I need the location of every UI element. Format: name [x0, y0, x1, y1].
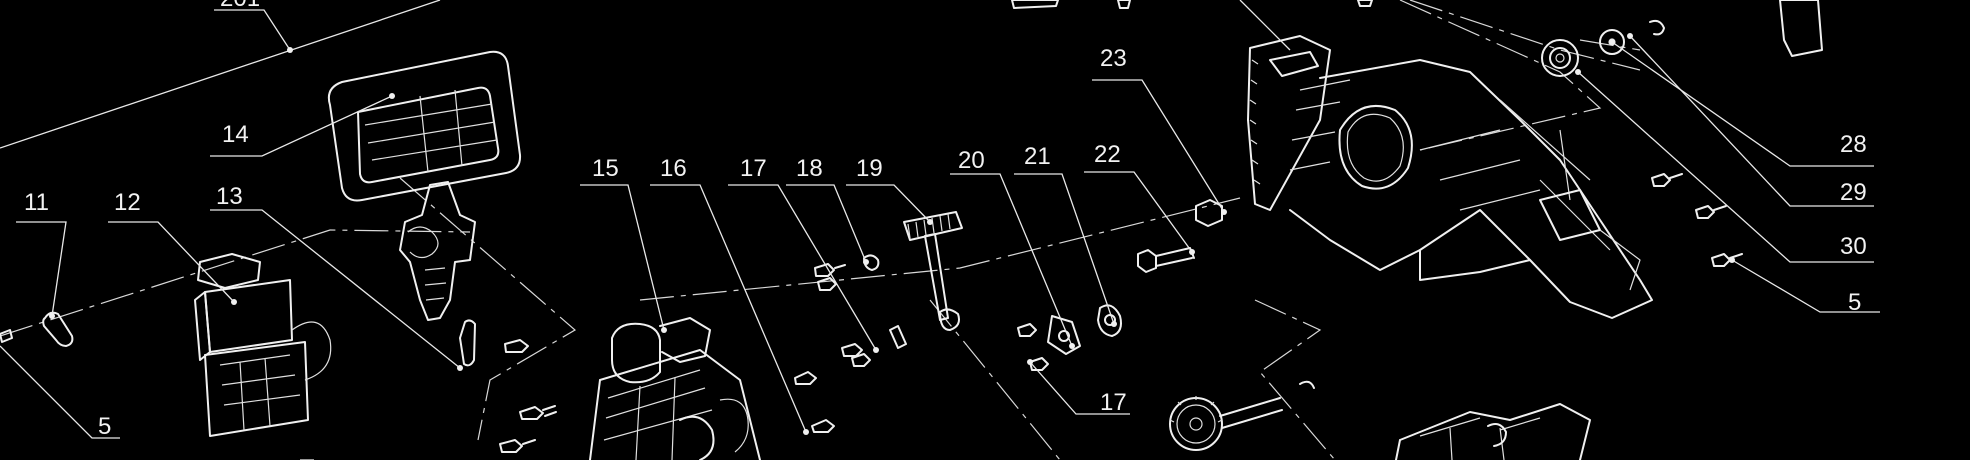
callout-12: 12 [108, 189, 237, 305]
callout-label-23: 23 [1100, 45, 1127, 72]
callout-14: 14 [210, 93, 395, 157]
callout-label-17-bottom: 17 [1100, 389, 1127, 416]
callout-21: 21 [1014, 143, 1117, 327]
callout-11: 11 [16, 189, 67, 319]
callout-label-20: 20 [958, 147, 985, 174]
callout-label-18: 18 [796, 155, 823, 182]
callout-label-5-left: 5 [98, 413, 111, 440]
callout-29: 29 [1627, 33, 1874, 207]
callout-17-bottom: 17 [1027, 359, 1130, 416]
part-clip-30 [1649, 19, 1665, 36]
callout-label-21: 21 [1024, 143, 1051, 170]
part-pin-11 [42, 311, 74, 347]
part-handle-14 [327, 50, 522, 321]
callout-16: 16 [650, 155, 809, 435]
callout-5-left: 5 [0, 345, 120, 440]
callout-label-29: 29 [1840, 179, 1867, 206]
callout-23: 23 [1092, 45, 1227, 215]
callout-30: 30 [1575, 69, 1874, 263]
callout-label-13: 13 [216, 183, 243, 210]
part-bolt-22 [1137, 247, 1195, 273]
callout-15: 15 [580, 155, 667, 333]
part-gear-19 [903, 211, 963, 331]
callout-28: 28 [1609, 39, 1874, 167]
part-washer-21 [1097, 304, 1122, 337]
part-upper-small [1011, 0, 1823, 57]
callout-label-30: 30 [1840, 233, 1867, 260]
part-gearbox-housing [1247, 35, 1653, 319]
callout-label-11: 11 [24, 189, 49, 216]
part-switch-12 [194, 253, 332, 437]
callout-label-16: 16 [660, 155, 687, 182]
part-plate-20 [1047, 315, 1081, 355]
callout-22: 22 [1084, 141, 1195, 255]
part-bearing-29 [1541, 39, 1579, 77]
callout-label-28: 28 [1840, 131, 1867, 158]
callout-5-right: 5 [1729, 257, 1880, 316]
callout-label-14: 14 [222, 121, 249, 148]
callout-17-top: 17 [728, 155, 879, 353]
callout-label-15: 15 [592, 155, 619, 182]
assembly-axis-lines [0, 0, 1641, 460]
part-screws-middle [794, 254, 1049, 433]
callout-13: 13 [210, 183, 463, 371]
callout-18: 18 [786, 155, 869, 265]
callout-label-12: 12 [114, 189, 141, 216]
callout-label-17-top: 17 [740, 155, 767, 182]
part-screws-left [0, 329, 557, 453]
part-lever-13 [459, 319, 476, 367]
callout-label-19: 19 [856, 155, 883, 182]
part-gear-lower [1169, 380, 1315, 451]
part-lower-housing [1395, 403, 1591, 460]
part-nut-23 [1195, 199, 1223, 227]
callout-201: 201 [0, 0, 441, 149]
callout-label-5-right: 5 [1848, 289, 1861, 316]
callout-label-201: 201 [220, 0, 260, 12]
part-screws-right [1651, 173, 1743, 267]
cut-leaders-top [300, 0, 1291, 460]
callout-label-22: 22 [1094, 141, 1121, 168]
part-housing-left-15 [589, 317, 761, 460]
callout-20: 20 [950, 147, 1075, 349]
callout-19: 19 [846, 155, 933, 225]
